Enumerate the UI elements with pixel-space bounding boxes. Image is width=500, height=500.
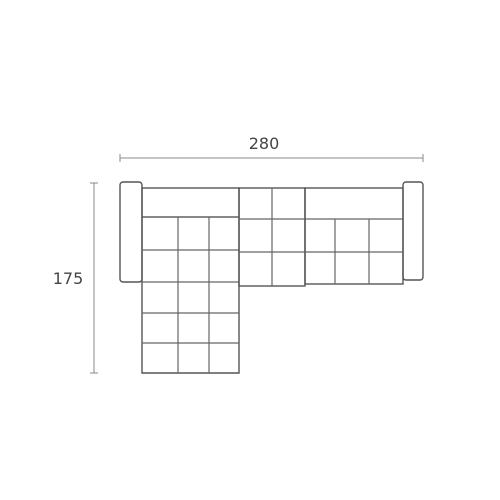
right-cushion-grid <box>305 218 403 284</box>
width-dimension-label: 280 <box>249 134 280 153</box>
width-dimension: 280 <box>119 134 424 162</box>
chaise-backrest <box>141 187 240 218</box>
right-seat-outline <box>304 187 404 285</box>
depth-dimension-label: 175 <box>53 269 84 288</box>
chaise-module <box>141 187 240 374</box>
sofa <box>119 181 424 374</box>
middle-seat-module <box>238 187 306 287</box>
chaise-seat-outline <box>141 217 240 374</box>
depth-dimension: 175 <box>53 182 98 374</box>
chaise-cushion-grid <box>142 217 239 373</box>
right-seat-module <box>304 187 404 285</box>
middle-cushion-grid <box>239 188 305 286</box>
right-armrest <box>402 181 424 281</box>
left-armrest <box>119 181 143 283</box>
